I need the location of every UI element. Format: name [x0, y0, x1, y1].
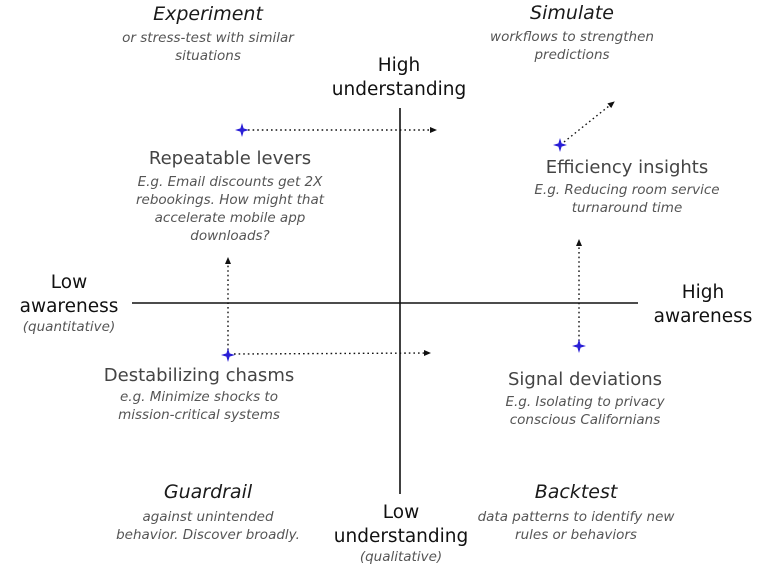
axis-label-right: High awareness: [653, 282, 753, 327]
axis-sub-bottom: (qualitative): [359, 549, 443, 565]
quadrant-desc-repeatable-levers: E.g. Email discounts get 2X rebookings. …: [135, 174, 325, 244]
quadrant-desc-efficiency-insights: E.g. Reducing room service turnaround ti…: [534, 182, 720, 216]
quadrant-desc-destabilizing-chasms: e.g. Minimize shocks to mission-critical…: [118, 389, 280, 423]
arrow-simulate-diagonal: [563, 101, 615, 143]
corner-title-backtest: Backtest: [534, 481, 618, 503]
quadrant-title-signal-deviations: Signal deviations: [507, 369, 663, 390]
corner-desc-guardrail: against unintended behavior. Discover br…: [116, 509, 300, 543]
corner-desc-backtest: data patterns to identify new rules or b…: [477, 509, 675, 543]
corner-desc-experiment: or stress-test with similar situations: [122, 30, 294, 64]
four-point-star-icon: [572, 339, 586, 353]
four-point-star-icon: [235, 123, 249, 137]
axis-label-top: High understanding: [331, 55, 467, 100]
axis-sub-left: (quantitative): [22, 319, 116, 335]
corner-desc-simulate: workflows to strengthen predictions: [490, 29, 654, 63]
corner-title-simulate: Simulate: [530, 2, 614, 24]
four-point-star-icon: [221, 348, 235, 362]
axis-label-bottom: Low understanding: [333, 502, 469, 547]
arrow-destabilizing-horizontal: [233, 350, 431, 357]
corner-title-experiment: Experiment: [153, 3, 263, 25]
quadrant-desc-signal-deviations: E.g. Isolating to privacy conscious Cali…: [505, 394, 665, 428]
quadrant-title-destabilizing-chasms: Destabilizing chasms: [103, 365, 295, 386]
axis-label-left: Low awareness: [19, 272, 119, 317]
quadrant-title-repeatable-levers: Repeatable levers: [148, 148, 312, 169]
quadrant-title-efficiency-insights: Efficiency insights: [545, 157, 709, 178]
corner-title-guardrail: Guardrail: [163, 481, 253, 503]
four-point-star-icon: [553, 138, 567, 152]
